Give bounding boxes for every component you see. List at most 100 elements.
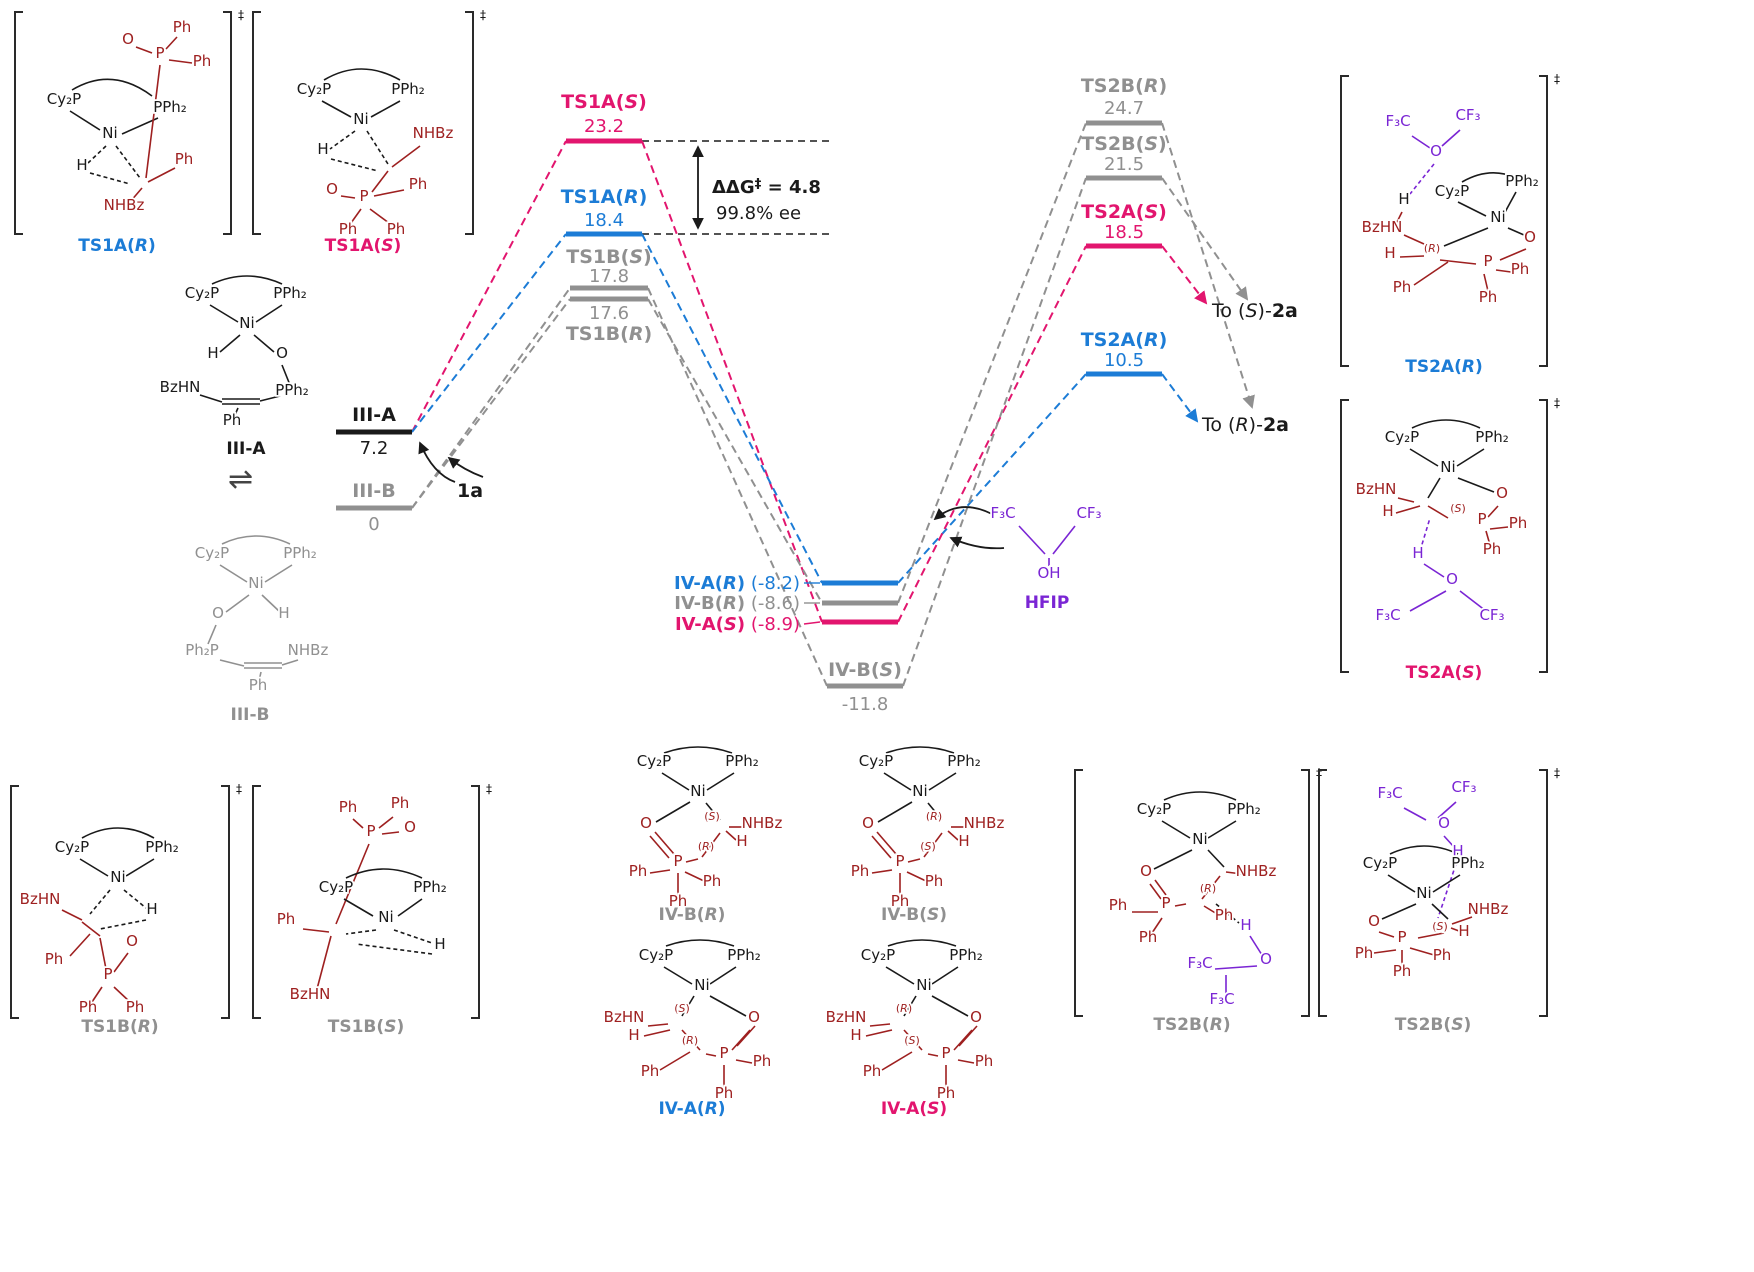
atom-label: (R) — [1424, 242, 1440, 255]
atom-label: Ni — [353, 110, 368, 128]
bond — [1451, 916, 1473, 925]
structure-TS2B-S: ‡​F₃CCF₃OHCy₂PPPh₂NiNHBzOP(S)HPhPhPhTS2B… — [1316, 766, 1560, 1042]
bond — [685, 858, 699, 863]
atom-label: P — [155, 44, 164, 62]
structure-name-IV-B-S: IV-B(S) — [881, 905, 947, 925]
bond — [1411, 419, 1481, 429]
level-label-TS2A-S: TS2A(S) — [1081, 201, 1167, 223]
atom-label: Ph — [79, 998, 98, 1016]
atom-label: (S) — [904, 1034, 920, 1047]
atom-label: Ph — [975, 1052, 994, 1070]
bond — [1437, 863, 1457, 919]
bond — [1432, 874, 1461, 893]
bond — [369, 208, 390, 224]
level-value-TS2A-R: 10.5 — [1104, 350, 1144, 371]
bond — [261, 594, 281, 613]
bond — [649, 835, 670, 859]
atom-label: (S) — [1450, 502, 1466, 515]
connector-TS1AR-IVAR — [641, 233, 823, 584]
bond — [1399, 255, 1425, 258]
atom-label: OH — [1037, 564, 1060, 582]
bond — [135, 46, 153, 54]
atom-label: O — [970, 1008, 982, 1026]
bond — [1457, 477, 1495, 493]
atom-label: BzHN — [290, 985, 331, 1003]
atom-label: P — [719, 1044, 728, 1062]
atom-label: H — [1384, 244, 1395, 262]
bond — [259, 395, 281, 402]
level-label-TS2B-R: TS2B(R) — [1081, 75, 1167, 97]
bond — [736, 1025, 756, 1047]
atom-label: Ph — [1511, 260, 1530, 278]
bond — [877, 801, 913, 823]
level-label-III-B: III-B — [352, 480, 396, 502]
bond — [705, 802, 721, 821]
atom-label: Ph — [1139, 928, 1158, 946]
bond — [654, 831, 675, 855]
bond — [253, 334, 275, 353]
atom-label: Ph — [391, 794, 410, 812]
bond — [378, 816, 394, 829]
atom-label: NHBz — [1236, 862, 1277, 880]
connector-TS1AS-IVAS — [641, 140, 823, 623]
atom-label: PPh₂ — [283, 544, 317, 562]
bond — [352, 818, 364, 829]
bond — [1403, 807, 1427, 821]
bond — [355, 943, 433, 955]
bond — [1207, 820, 1237, 839]
bond — [871, 835, 892, 859]
bond — [221, 535, 291, 545]
bond — [876, 831, 897, 855]
bond — [1459, 590, 1487, 612]
bond — [79, 858, 109, 877]
bond — [302, 928, 330, 933]
bond — [207, 624, 217, 645]
atom-label: O — [1140, 862, 1152, 880]
atom-label: Cy₂P — [195, 544, 229, 562]
bond — [1441, 129, 1461, 147]
bond — [340, 195, 356, 199]
bond — [1201, 875, 1221, 900]
bracket-left — [14, 11, 23, 235]
bond — [684, 871, 705, 882]
atom-label: Ph — [641, 1062, 660, 1080]
atom-label: H — [76, 156, 87, 174]
atom-label: O — [212, 604, 224, 622]
atom-label: Cy₂P — [1435, 182, 1469, 200]
annotation-ddg: ΔΔG‡​ = 4.8 — [712, 176, 821, 198]
bracket-right — [471, 785, 480, 1019]
atom-label: Ph — [223, 411, 242, 429]
bond — [1487, 505, 1499, 518]
bond — [1431, 903, 1449, 920]
bracket-right — [223, 11, 232, 235]
bond — [1387, 874, 1416, 893]
bond — [1409, 163, 1435, 195]
structure-svg-TS2B-R: ‡​Cy₂PPPh₂NiONHBzP(R)PhPhPhHOF₃CF₃CTS2B(… — [1074, 766, 1322, 1035]
bond — [1489, 526, 1509, 530]
structure-name-TS2A-S: TS2A(S) — [1406, 663, 1483, 683]
atom-label: Cy₂P — [637, 752, 671, 770]
curved-arrow-1 — [447, 456, 484, 478]
atom-label: Ph — [126, 998, 145, 1016]
atom-label: Ph — [937, 1084, 956, 1102]
bond — [643, 1029, 671, 1037]
bond — [91, 986, 103, 1003]
bond — [366, 130, 389, 165]
atom-label: Ph — [1215, 906, 1234, 924]
atom-label: O — [276, 344, 288, 362]
bond — [1417, 932, 1445, 939]
atom-label: H — [207, 344, 218, 362]
atom-label: Cy₂P — [639, 946, 673, 964]
bond — [1395, 505, 1421, 514]
atom-label: Ph — [669, 892, 688, 910]
atom-label: Ph — [753, 1052, 772, 1070]
bond — [906, 871, 927, 882]
bond — [121, 117, 159, 135]
atom-label: PPh₂ — [413, 878, 447, 896]
